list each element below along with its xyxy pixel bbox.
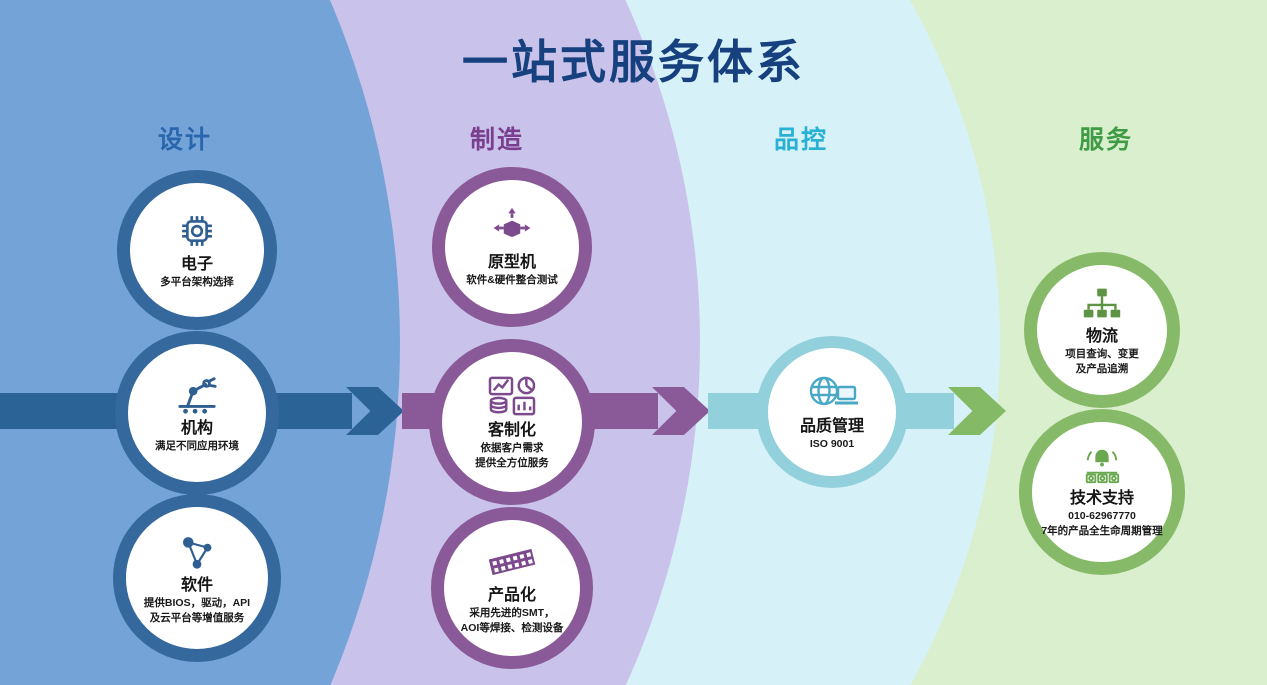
node-title: 机构 — [180, 420, 213, 438]
node-line: 7年的产品全生命周期管理 — [1041, 524, 1163, 537]
service-node-tech-support: 技术支持 010-62967770 7年的产品全生命周期管理 — [1019, 409, 1185, 575]
design-node-software: 软件 提供BIOS，驱动，API 及云平台等增值服务 — [113, 494, 281, 662]
make-node-prototype: 原型机 软件&硬件整合测试 — [432, 167, 592, 327]
stage-header-manufacture: 制造 — [469, 126, 524, 154]
robot-arm-icon — [174, 372, 220, 416]
node-line: 项目查询、变更 — [1065, 347, 1139, 360]
node-line: 及产品追溯 — [1075, 362, 1129, 375]
stage-header-design: 设计 — [157, 126, 212, 154]
node-line: ISO 9001 — [809, 438, 855, 451]
chip-icon — [175, 210, 219, 252]
node-title: 电子 — [180, 256, 213, 274]
make-node-productization: 产品化 采用先进的SMT， AOI等焊接、检测设备 — [431, 507, 593, 669]
stage-header-quality: 品控 — [773, 126, 828, 154]
node-line: 提供BIOS，驱动，API — [143, 596, 251, 609]
qc-node-quality-management: 品质管理 ISO 9001 — [756, 336, 908, 488]
node-title: 技术支持 — [1069, 489, 1134, 507]
page-title: 一站式服务体系 — [462, 36, 805, 88]
globe-laptop-icon — [804, 372, 860, 414]
node-title: 产品化 — [487, 586, 536, 604]
node-line: 软件&硬件整合测试 — [466, 274, 558, 287]
support-bell-icon — [1075, 446, 1129, 486]
node-line: AOI等焊接、检测设备 — [460, 621, 564, 634]
node-line: 及云平台等增值服务 — [149, 611, 245, 624]
node-line: 010-62967770 — [1068, 509, 1136, 522]
design-node-mechanism: 机构 满足不同应用环境 — [115, 331, 279, 495]
node-title: 物流 — [1085, 327, 1118, 345]
node-title: 品质管理 — [799, 418, 864, 436]
design-node-electronics: 电子 多平台架构选择 — [117, 170, 277, 330]
charts-icon — [487, 374, 537, 418]
film-strip-icon — [487, 541, 537, 583]
node-line: 采用先进的SMT， — [469, 606, 555, 619]
network-nodes-icon — [175, 531, 219, 573]
prototype-box-icon — [489, 206, 535, 250]
node-line: 满足不同应用环境 — [155, 440, 239, 453]
service-node-logistics: 物流 项目查询、变更 及产品追溯 — [1024, 252, 1180, 408]
node-title: 软件 — [180, 576, 213, 594]
node-title: 客制化 — [487, 421, 536, 439]
stage-header-service: 服务 — [1078, 126, 1133, 154]
node-line: 多平台架构选择 — [160, 276, 234, 289]
sitemap-icon — [1079, 284, 1125, 324]
node-line: 提供全方位服务 — [475, 456, 549, 469]
node-title: 原型机 — [487, 254, 536, 272]
node-line: 依据客户需求 — [480, 441, 544, 454]
make-node-customization: 客制化 依据客户需求 提供全方位服务 — [429, 339, 595, 505]
